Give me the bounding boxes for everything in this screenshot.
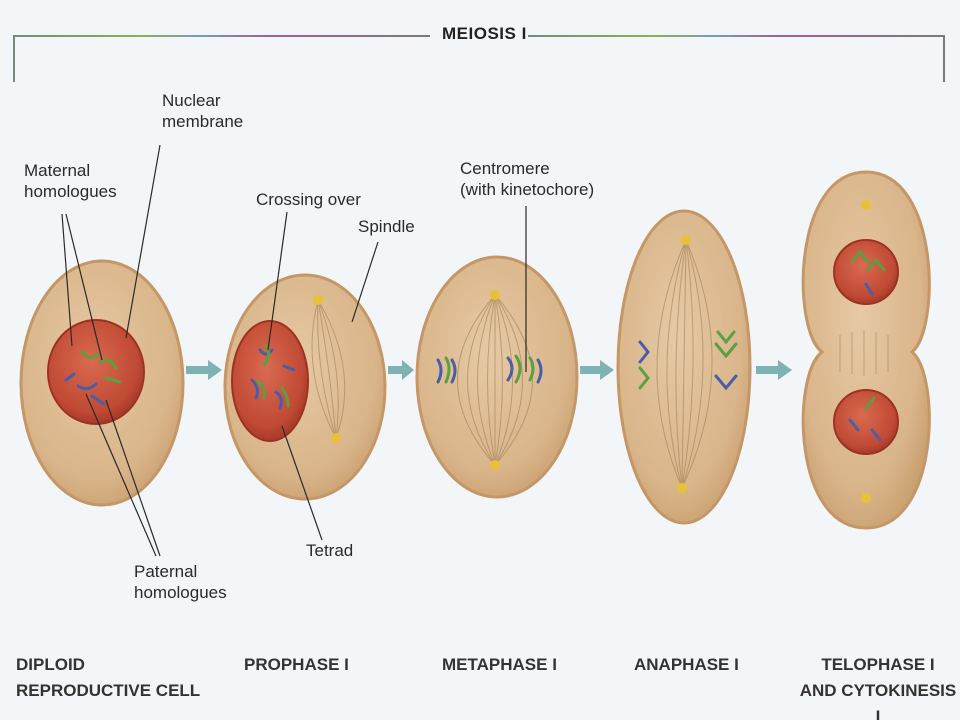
tetrads	[436, 354, 543, 384]
arrow-icon	[580, 360, 614, 380]
label-maternal-homologues: Maternal homologues	[24, 161, 117, 201]
cell-prophase	[223, 273, 387, 501]
cleavage-fibers	[839, 330, 889, 376]
stage-label-anaphase: ANAPHASE I	[634, 655, 739, 674]
spindle-fibers	[457, 294, 533, 466]
centrosome	[313, 295, 323, 305]
chromosomes	[64, 350, 122, 406]
stage-label-prophase: PROPHASE I	[244, 655, 349, 674]
label-paternal-homologues: Paternal homologues	[134, 562, 227, 602]
nucleus-top	[833, 239, 899, 305]
centrosome	[490, 290, 500, 300]
chromosomes	[848, 249, 886, 442]
centrosome	[490, 460, 500, 470]
centrosome	[681, 235, 691, 245]
chromosomes	[638, 330, 738, 391]
meiosis-title: MEIOSIS I	[442, 24, 527, 43]
arrow-icon	[388, 360, 414, 380]
cell-diploid	[19, 259, 185, 507]
label-spindle: Spindle	[358, 217, 415, 236]
stage-label-telophase: TELOPHASE I AND CYTOKINESIS I	[799, 655, 957, 720]
centrosome	[861, 200, 871, 210]
centrosome	[331, 433, 341, 443]
cell-telophase	[801, 170, 931, 530]
arrow-icon	[186, 360, 222, 380]
arrow-icon	[756, 360, 792, 380]
spindle-fibers	[311, 299, 346, 439]
label-crossing-over: Crossing over	[256, 190, 361, 209]
leader-lines	[61, 144, 527, 557]
nucleus-bottom	[833, 389, 899, 455]
nucleus	[231, 320, 309, 442]
label-nuclear-membrane: Nuclear membrane	[162, 91, 244, 131]
label-centromere: Centromere (with kinetochore)	[460, 159, 595, 199]
centrosome	[677, 483, 687, 493]
spindle-fibers	[656, 239, 713, 489]
cell-metaphase	[415, 255, 579, 499]
stage-arrows	[186, 360, 792, 380]
label-tetrad: Tetrad	[306, 541, 354, 560]
tetrads	[250, 343, 296, 410]
stage-label-diploid: DIPLOID REPRODUCTIVE CELL	[16, 655, 201, 700]
centrosome	[861, 493, 871, 503]
meiosis-bracket	[13, 35, 945, 82]
stage-label-metaphase: METAPHASE I	[442, 655, 557, 674]
cell-anaphase	[616, 209, 752, 525]
